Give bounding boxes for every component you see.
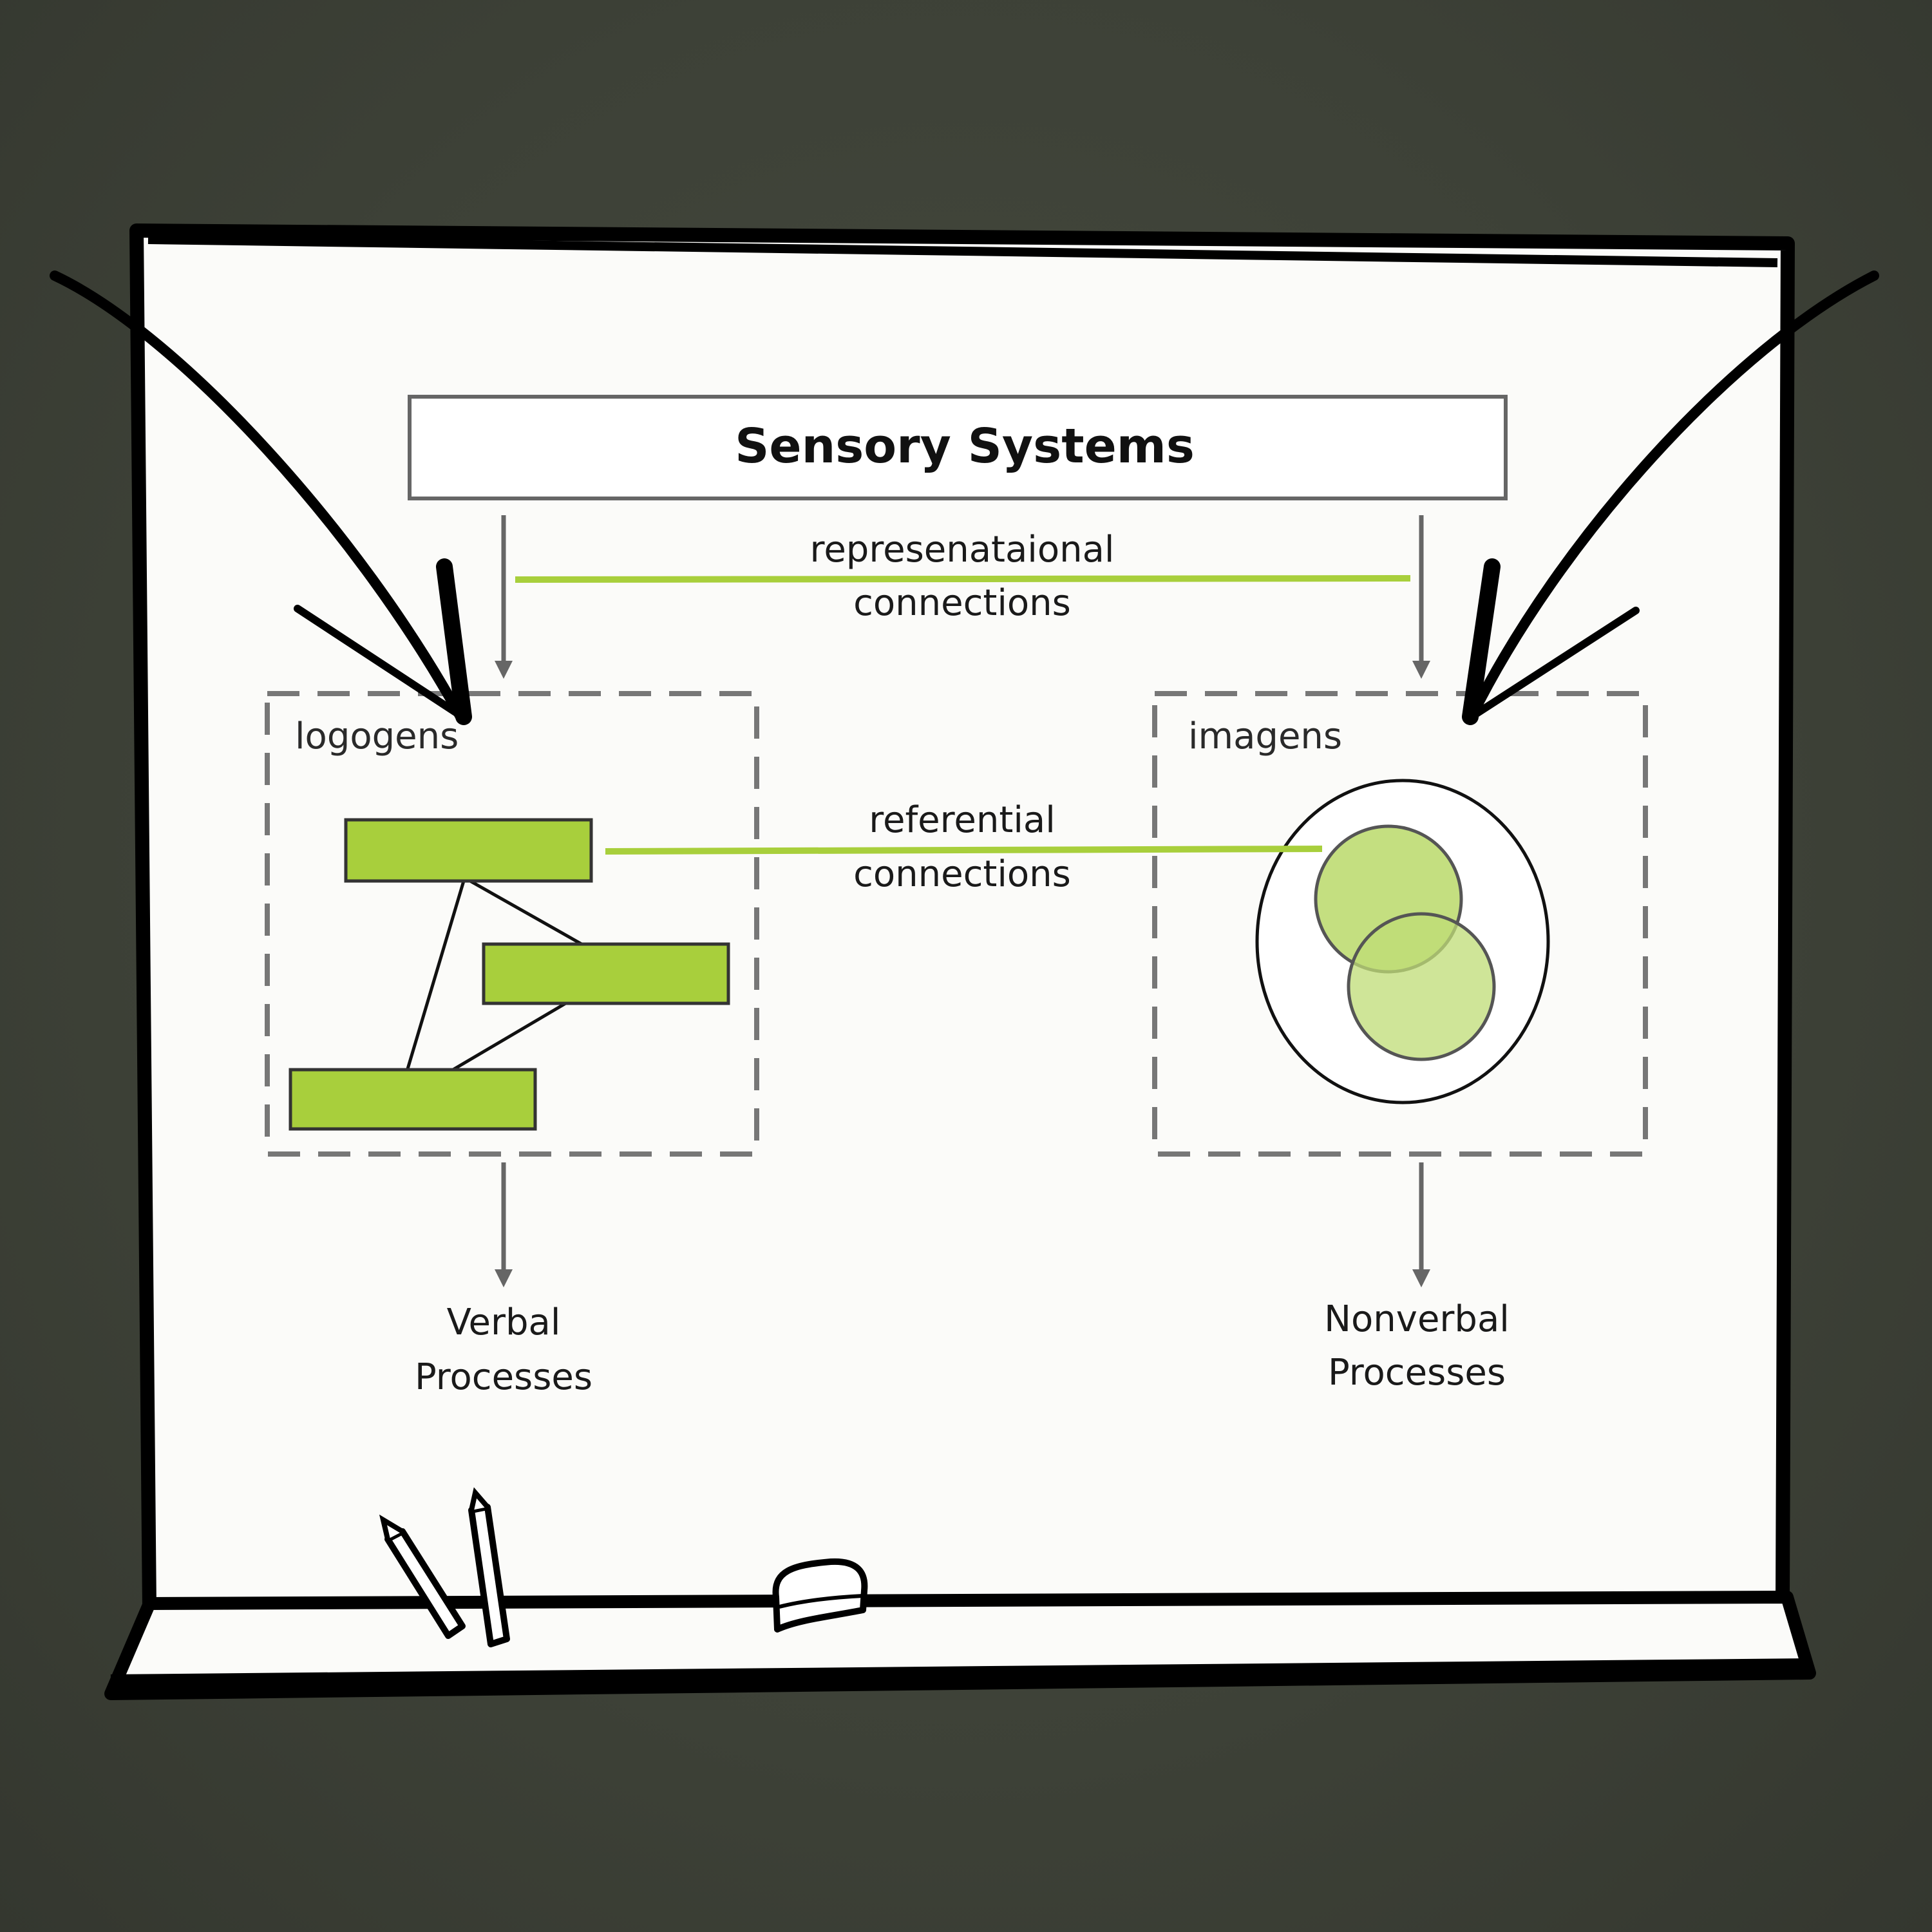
nonverbal-label-line2: Processes (1328, 1352, 1506, 1394)
eraser-icon (772, 1558, 868, 1633)
marker-tray-lip (110, 1658, 1810, 1694)
logogens-label: logogens (295, 715, 459, 757)
curved-arrow-icon (1462, 270, 1879, 725)
logogen-bar (482, 942, 730, 1005)
diagram-title: Sensory Systems (735, 419, 1195, 474)
imagens-box: imagens (1152, 691, 1648, 1157)
verbal-label-line1: Verbal (447, 1302, 561, 1343)
board-top-edge (147, 235, 1778, 267)
logogens-box: logogens (265, 691, 759, 1157)
imagen-circle (1347, 912, 1496, 1061)
curved-arrow-icon (50, 270, 472, 725)
verbal-label-line2: Processes (415, 1356, 592, 1398)
representational-label-line1: represenataional (810, 529, 1115, 571)
representational-label-line2: connections (853, 582, 1071, 624)
referential-label-line1: referential (869, 799, 1056, 841)
representational-connection-line (515, 575, 1411, 583)
chalk-icon (379, 1487, 510, 1647)
nonverbal-label-line1: Nonverbal (1324, 1298, 1510, 1340)
referential-connection-line (605, 846, 1323, 855)
sensory-systems-box: Sensory Systems (408, 395, 1508, 500)
logogen-bar (344, 818, 593, 883)
logogen-bar (289, 1068, 537, 1131)
referential-label-line2: connections (853, 853, 1071, 895)
imagens-label: imagens (1188, 715, 1342, 757)
